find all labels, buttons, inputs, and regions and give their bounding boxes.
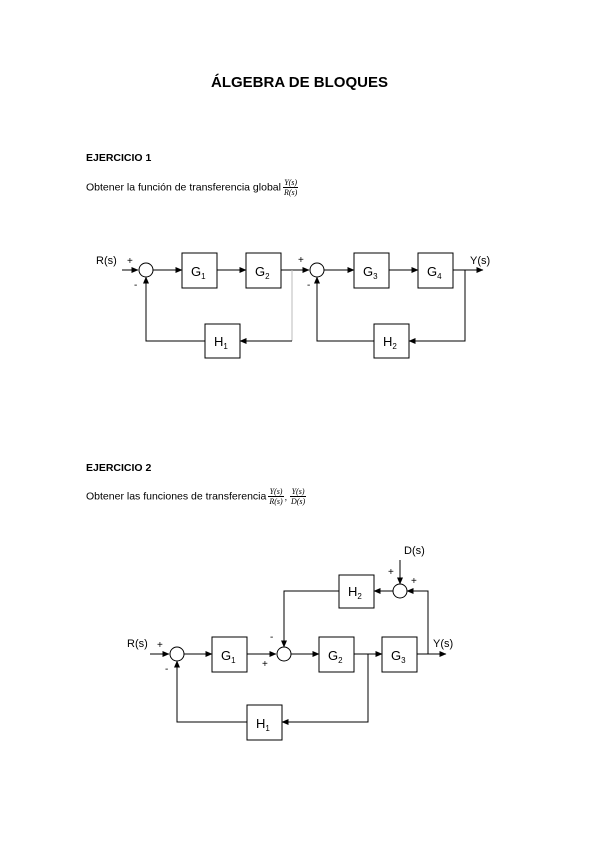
block-g2-label: G2 [328,648,343,665]
block-subscript: 1 [231,656,236,665]
block-g3-label: G3 [363,264,378,281]
sign-plus: + [127,256,133,267]
exercise-1-instruction-text: Obtener la función de transferencia glob… [86,181,281,194]
block-letter: G [255,264,265,279]
block-h2-label: H2 [383,334,397,351]
block-g2 [318,636,355,673]
block-subscript: 2 [357,592,362,601]
diagram-2 [150,560,447,741]
diagram-1-labels: R(s) Y(s) + - + - G1 G2 G3 G4 H1 H2 [96,255,490,351]
exercise-2-fraction-yr: Y(s)R(s) [268,487,284,506]
summing-junction-1 [138,262,154,278]
block-subscript: 1 [265,724,270,733]
wire-h1-feedback [174,660,247,723]
wire-h2-feedback [281,590,339,648]
summing-junction-2 [309,262,325,278]
block-subscript: 4 [437,272,442,281]
wire-output-to-sum3 [406,588,429,654]
fraction-separator: , [284,491,287,502]
exercise-1-heading: EJERCICIO 1 [86,152,152,164]
wire-to-h1 [281,654,369,725]
sign-plus: + [157,640,163,651]
block-letter: H [383,334,392,349]
diagram-1 [122,252,484,359]
fraction-numerator: Y(s) [289,487,307,497]
signal-r-label: R(s) [96,255,117,267]
block-subscript: 3 [373,272,378,281]
block-h1-label: H1 [214,334,228,351]
signal-r-label: R(s) [127,638,148,650]
sign-minus: - [165,664,168,675]
signal-d-label: D(s) [404,545,425,557]
block-g3-label: G3 [391,648,406,665]
block-letter: H [348,584,357,599]
block-g1 [211,636,248,673]
exercise-2-heading: EJERCICIO 2 [86,462,152,474]
fraction-denominator: D(s) [290,497,306,506]
block-h2 [373,323,410,359]
block-subscript: 3 [401,656,406,665]
block-g2-label: G2 [255,264,270,281]
signal-y-label: Y(s) [433,638,453,650]
block-h2 [338,574,375,609]
summing-junction-1 [169,646,185,662]
block-g1-label: G1 [191,264,206,281]
page-title: ÁLGEBRA DE BLOQUES [211,74,388,91]
block-g4 [417,252,454,289]
block-subscript: 2 [338,656,343,665]
wire-h1-feedback [143,276,205,342]
signal-y-label: Y(s) [470,255,490,267]
exercise-2-instruction-text: Obtener las funciones de transferencia [86,490,267,503]
block-g2 [245,252,282,289]
block-g1-label: G1 [221,648,236,665]
sign-plus: + [298,255,304,266]
exercise-2-fraction-yd: Y(s)D(s) [289,487,307,506]
block-h1 [204,323,241,359]
block-letter: H [214,334,223,349]
block-letter: G [328,648,338,663]
block-subscript: 1 [223,342,228,351]
block-subscript: 2 [392,342,397,351]
block-h1 [246,704,283,741]
block-letter: G [391,648,401,663]
fraction-denominator: R(s) [269,497,283,506]
sign-plus: + [411,576,417,587]
block-subscript: 2 [265,272,270,281]
block-h2-label: H2 [348,584,362,601]
exercise-1-instruction: Obtener la función de transferencia glob… [86,178,299,197]
block-letter: G [427,264,437,279]
sign-plus: + [388,567,394,578]
exercise-1-transfer-fraction: Y(s)R(s) [282,178,299,197]
block-letter: G [221,648,231,663]
fraction-numerator: Y(s) [268,487,284,497]
wire-to-h2 [408,270,466,344]
sign-minus: - [307,280,310,291]
summing-junction-3 [392,583,408,599]
block-subscript: 1 [201,272,206,281]
sign-minus: - [134,280,137,291]
block-letter: G [363,264,373,279]
sign-minus: - [270,632,273,643]
summing-junction-2 [276,646,292,662]
sign-plus: + [262,659,268,670]
block-h1-label: H1 [256,716,270,733]
fraction-numerator: Y(s) [282,178,299,188]
wire-h2-feedback [314,276,374,342]
block-letter: H [256,716,265,731]
diagram-2-labels: R(s) Y(s) D(s) + - - + + + G1 G2 G3 H1 H… [127,545,453,733]
block-letter: G [191,264,201,279]
block-g4-label: G4 [427,264,442,281]
fraction-denominator: R(s) [283,188,298,197]
